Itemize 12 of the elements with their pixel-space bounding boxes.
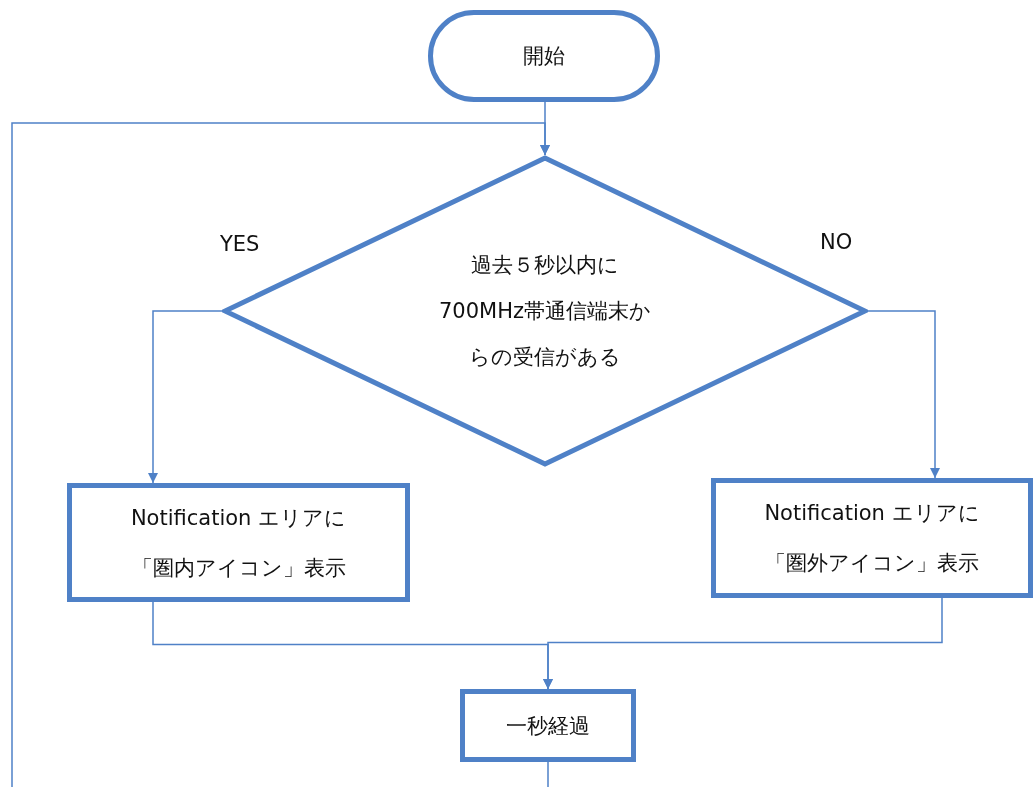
process-box [711, 478, 1033, 598]
arrow [867, 310, 940, 479]
step-text: 一秒経過 [506, 712, 590, 740]
process-box [460, 689, 636, 762]
arrow [11, 122, 550, 787]
arrow [543, 597, 943, 690]
condition-text: 過去５秒以内に700MHz帯通信端末からの受信がある [439, 252, 651, 371]
process-box [67, 483, 410, 602]
start-text: 開始 [523, 43, 565, 70]
arrow [148, 310, 223, 484]
step-text: Notification エリアに「圏内アイコン」表示 [129, 504, 348, 582]
step-text: Notification エリアに「圏外アイコン」表示 [763, 500, 981, 577]
